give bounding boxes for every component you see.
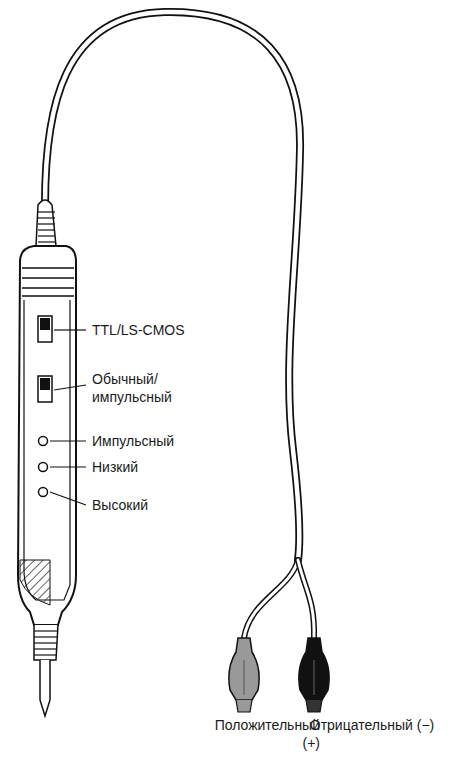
switch-label: TTL/LS-CMOS <box>92 321 232 339</box>
indicator-led <box>39 437 48 497</box>
probe-cable <box>244 560 298 638</box>
probe-body <box>34 631 57 655</box>
probe-cable <box>244 560 298 638</box>
strain-relief <box>38 235 55 236</box>
probe-body <box>34 636 57 637</box>
strain-relief <box>36 200 56 246</box>
alligator-clip-negative <box>306 700 322 712</box>
slide-switch <box>40 318 50 330</box>
probe-body <box>34 648 57 649</box>
leader-line <box>54 385 86 390</box>
probe-cable <box>298 560 314 638</box>
strain-relief <box>38 229 55 230</box>
led-label: Высокий <box>92 496 232 514</box>
strain-relief <box>38 217 55 218</box>
probe-body <box>18 246 76 625</box>
slide-switch <box>38 316 52 402</box>
strain-relief <box>36 200 56 246</box>
switch-label: Обычный/ импульсный <box>92 370 188 406</box>
indicator-led <box>39 437 48 446</box>
alligator-clip-negative <box>314 660 315 695</box>
alligator-clip-positive <box>236 700 252 712</box>
probe-body <box>24 300 70 600</box>
alligator-clip-positive <box>244 660 245 695</box>
slide-switch <box>40 378 50 390</box>
leader-line <box>50 492 86 505</box>
slide-switch <box>38 376 52 402</box>
probe-cable <box>45 12 300 560</box>
probe-body <box>34 630 57 631</box>
clip-label: Положительный (+) <box>200 716 320 752</box>
clip-label: Отрицательный (−) <box>302 716 442 734</box>
indicator-led <box>39 463 48 472</box>
alligator-clip-negative <box>299 638 329 700</box>
leader-line <box>54 329 86 330</box>
probe-body <box>34 642 57 643</box>
strain-relief <box>38 211 55 212</box>
led-label: Импульсный <box>92 432 232 450</box>
alligator-clip-positive <box>229 638 259 700</box>
probe-cable <box>298 560 314 638</box>
leader-line <box>50 330 86 505</box>
probe-body <box>18 246 76 716</box>
indicator-led <box>39 488 48 497</box>
strain-relief <box>38 212 55 242</box>
alligator-clip-positive <box>229 638 259 712</box>
alligator-clip-negative <box>299 638 329 712</box>
probe-body <box>40 660 50 716</box>
probe-cable <box>45 12 314 638</box>
led-label: Низкий <box>92 458 232 476</box>
strain-relief <box>38 223 55 224</box>
leader-line <box>50 440 86 441</box>
probe-body <box>20 560 50 605</box>
probe-cable <box>45 12 300 560</box>
probe-body <box>22 268 74 296</box>
strain-relief <box>38 241 55 242</box>
leader-line <box>50 466 86 467</box>
probe-body <box>34 654 57 655</box>
probe-body <box>34 625 58 660</box>
slide-switch <box>38 316 52 342</box>
